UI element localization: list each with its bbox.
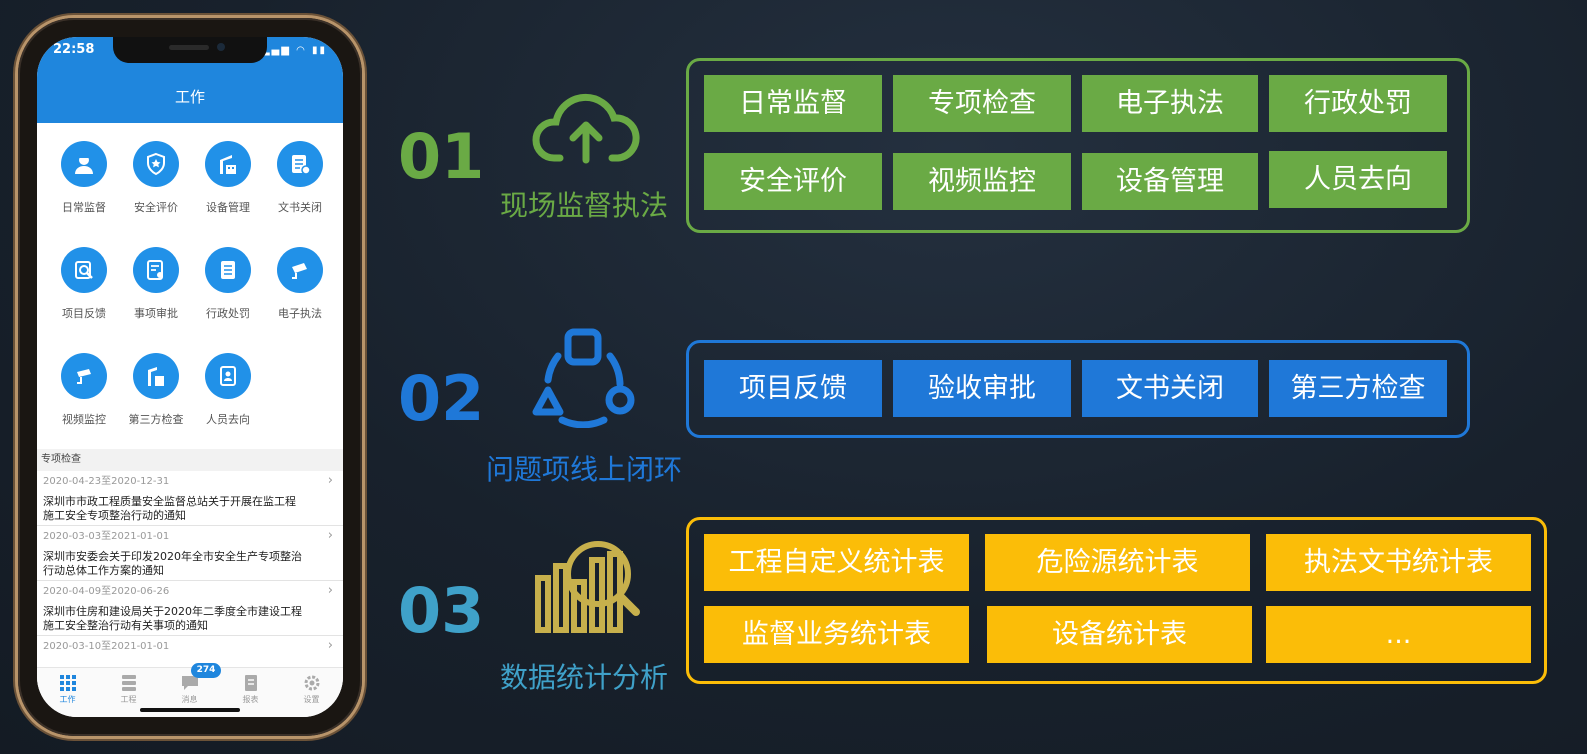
acceptance-approval-button[interactable]: 验收审批	[893, 360, 1071, 417]
third-party-inspection-button[interactable]: 第三方检查	[1269, 360, 1447, 417]
equipment-stats-button[interactable]: 设备统计表	[987, 606, 1252, 663]
staff-whereabouts-button[interactable]: 人员去向	[1269, 151, 1447, 208]
grid-icon	[58, 674, 78, 692]
list-item-date: 2020-04-09至2020-06-26	[43, 586, 170, 597]
tab-work[interactable]: 工作	[37, 674, 98, 705]
bar-chart-search-icon	[534, 538, 644, 638]
chat-icon	[180, 674, 200, 692]
page-title: 工作	[37, 77, 343, 123]
function-grid: 日常监督 安全评价 设备管理 文书关闭	[37, 123, 343, 449]
inspector-icon	[61, 141, 107, 187]
grid-item-video-monitor[interactable]: 视频监控	[46, 353, 122, 427]
grid-item-document-close[interactable]: 文书关闭	[262, 141, 338, 215]
section-title-01: 现场监督执法	[500, 189, 669, 222]
list-item-date: 2020-04-23至2020-12-31	[43, 476, 170, 487]
grid-item-penalty[interactable]: 行政处罚	[190, 247, 266, 321]
grid-item-approval[interactable]: 事项审批	[118, 247, 194, 321]
section-box-03	[686, 517, 1547, 684]
list-item-title: 深圳市安委会关于印发2020年全市安全生产专项整治行动总体工作方案的通知	[43, 550, 302, 577]
list-item[interactable]: 2020-03-03至2021-01-01 › 深圳市安委会关于印发2020年全…	[37, 526, 343, 581]
daily-supervision-button[interactable]: 日常监督	[704, 75, 882, 132]
section-box-01	[686, 58, 1470, 233]
more-button[interactable]: ...	[1266, 606, 1531, 663]
administrative-penalty-button[interactable]: 行政处罚	[1269, 75, 1447, 132]
phone-notch	[113, 37, 267, 63]
news-list: 2020-04-23至2020-12-31 › 深圳市市政工程质量安全监督总站关…	[37, 471, 343, 657]
section-number-02: 02	[398, 362, 485, 435]
person-card-icon	[205, 353, 251, 399]
grid-item-safety-evaluation[interactable]: 安全评价	[118, 141, 194, 215]
grid-item-third-party[interactable]: 第三方检查	[118, 353, 194, 427]
status-time: 22:58	[53, 42, 95, 57]
list-item[interactable]: 2020-03-10至2021-01-01 ›	[37, 636, 343, 657]
list-item-title: 深圳市市政工程质量安全监督总站关于开展在监工程施工安全专项整治行动的通知	[43, 495, 296, 522]
crane-icon	[205, 141, 251, 187]
cloud-upload-icon	[532, 92, 640, 170]
chevron-right-icon: ›	[327, 583, 333, 598]
cctv-icon	[61, 353, 107, 399]
project-feedback-button[interactable]: 项目反馈	[704, 360, 882, 417]
enforcement-document-stats-button[interactable]: 执法文书统计表	[1266, 534, 1531, 591]
special-inspection-button[interactable]: 专项检查	[893, 75, 1071, 132]
report-icon	[241, 674, 261, 692]
section-number-01: 01	[398, 120, 485, 193]
list-item[interactable]: 2020-04-09至2020-06-26 › 深圳市住房和建设局关于2020年…	[37, 581, 343, 636]
grid-item-equipment[interactable]: 设备管理	[190, 141, 266, 215]
home-indicator	[140, 708, 240, 712]
form-check-icon	[133, 247, 179, 293]
hazard-source-stats-button[interactable]: 危险源统计表	[985, 534, 1250, 591]
crane-building-icon	[133, 353, 179, 399]
chevron-right-icon: ›	[327, 473, 333, 488]
section-title-02: 问题项线上闭环	[486, 453, 683, 486]
tab-reports[interactable]: 报表	[220, 674, 281, 705]
list-item[interactable]: 2020-04-23至2020-12-31 › 深圳市市政工程质量安全监督总站关…	[37, 471, 343, 526]
chevron-right-icon: ›	[327, 528, 333, 543]
gear-icon	[302, 674, 322, 692]
safety-evaluation-button[interactable]: 安全评价	[704, 153, 882, 210]
custom-project-stats-button[interactable]: 工程自定义统计表	[704, 534, 969, 591]
shield-star-icon	[133, 141, 179, 187]
camera-icon	[277, 247, 323, 293]
e-enforcement-button[interactable]: 电子执法	[1082, 75, 1258, 132]
signal-wifi-battery-icon: ▂▄▆ ◠ ▮▮	[261, 45, 327, 56]
message-count-badge: 274	[191, 663, 221, 678]
magnifier-icon	[61, 247, 107, 293]
section-header: 专项检查	[37, 449, 343, 471]
cycle-icon	[528, 328, 638, 432]
grid-item-e-enforcement[interactable]: 电子执法	[262, 247, 338, 321]
chevron-right-icon: ›	[327, 638, 333, 653]
grid-item-project-feedback[interactable]: 项目反馈	[46, 247, 122, 321]
grid-item-staff-whereabouts[interactable]: 人员去向	[190, 353, 266, 427]
equipment-management-button[interactable]: 设备管理	[1082, 153, 1258, 210]
tab-settings[interactable]: 设置	[281, 674, 342, 705]
list-item-date: 2020-03-03至2021-01-01	[43, 531, 170, 542]
tab-messages[interactable]: 消息	[159, 674, 220, 705]
tab-project[interactable]: 工程	[98, 674, 159, 705]
section-box-02	[686, 340, 1470, 438]
list-item-date: 2020-03-10至2021-01-01	[43, 641, 170, 652]
grid-item-daily-supervision[interactable]: 日常监督	[46, 141, 122, 215]
section-title-03: 数据统计分析	[500, 661, 669, 694]
list-item-title: 深圳市住房和建设局关于2020年二季度全市建设工程施工安全整治行动有关事项的通知	[43, 605, 302, 632]
phone-mockup: 22:58 ▂▄▆ ◠ ▮▮ 工作 日常监督 安全评价	[18, 18, 362, 736]
document-icon	[277, 141, 323, 187]
section-number-03: 03	[398, 574, 485, 647]
layers-icon	[119, 674, 139, 692]
supervision-business-stats-button[interactable]: 监督业务统计表	[704, 606, 969, 663]
document-close-button[interactable]: 文书关闭	[1082, 360, 1258, 417]
penalty-document-icon	[205, 247, 251, 293]
phone-screen: 22:58 ▂▄▆ ◠ ▮▮ 工作 日常监督 安全评价	[37, 37, 343, 717]
video-monitoring-button[interactable]: 视频监控	[893, 153, 1071, 210]
